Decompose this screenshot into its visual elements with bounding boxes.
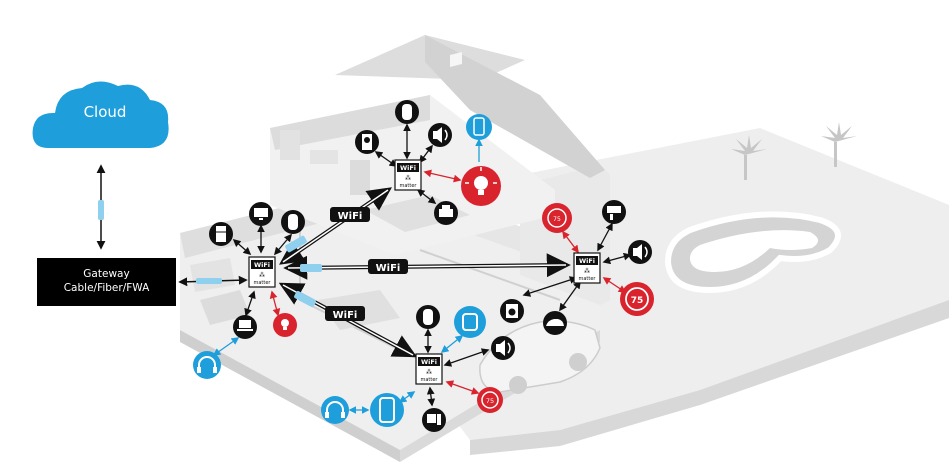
washer-icon [500, 299, 524, 323]
smart-speaker-icon [395, 100, 419, 124]
printer-icon [434, 201, 458, 225]
light-bulb-icon [273, 313, 297, 337]
wifi-badge: WiFi [368, 259, 408, 274]
svg-text:⁂: ⁂ [584, 268, 590, 275]
cloud [32, 81, 169, 148]
headphones-icon [193, 351, 221, 379]
svg-text:matter: matter [579, 276, 597, 282]
wifi-badge: WiFi [330, 207, 370, 222]
headphones-icon [321, 396, 349, 424]
svg-text:matter: matter [254, 280, 272, 286]
gateway-box: Gateway Cable/Fiber/FWA [37, 258, 176, 306]
speaker-icon [491, 336, 515, 360]
laptop-icon [233, 315, 257, 339]
speaker-icon [428, 123, 452, 147]
svg-text:75: 75 [553, 216, 561, 223]
gateway-title: Gateway [83, 268, 130, 280]
svg-text:WiFi: WiFi [421, 358, 437, 366]
speaker-icon [628, 240, 652, 264]
thermostat-icon: 75 [542, 203, 572, 233]
wifi-matter-hub: WiFi ⁂ matter [248, 256, 276, 288]
cloud-label: Cloud [83, 103, 127, 121]
svg-text:matter: matter [421, 377, 439, 383]
phone-icon [466, 114, 492, 140]
svg-text:WiFi: WiFi [254, 261, 270, 269]
tv-icon [249, 202, 273, 226]
car-icon [543, 311, 567, 335]
security-camera-icon [602, 200, 626, 224]
svg-text:WiFi: WiFi [376, 263, 401, 274]
watch-icon [454, 306, 486, 338]
svg-text:WiFi: WiFi [338, 211, 363, 222]
link-segment [98, 200, 104, 220]
fridge-icon [209, 222, 233, 246]
desktop-icon [422, 408, 446, 432]
svg-text:WiFi: WiFi [400, 164, 416, 172]
svg-text:matter: matter [400, 183, 418, 189]
gateway-subtitle: Cable/Fiber/FWA [63, 282, 150, 294]
svg-text:WiFi: WiFi [579, 257, 595, 265]
svg-text:⁂: ⁂ [405, 175, 411, 182]
svg-text:WiFi: WiFi [333, 310, 358, 321]
svg-text:75: 75 [631, 296, 644, 306]
palm-tree-icon [731, 122, 857, 180]
thermostat-icon: 75 [477, 387, 503, 413]
wifi-matter-hub: WiFi ⁂ matter [573, 252, 601, 284]
phone-icon [370, 393, 404, 427]
svg-text:⁂: ⁂ [426, 369, 432, 376]
wifi-matter-hub: WiFi ⁂ matter [415, 353, 443, 385]
wifi-matter-hub: WiFi ⁂ matter [394, 159, 422, 191]
svg-text:75: 75 [486, 397, 494, 405]
camera-icon [355, 130, 379, 154]
light-bulb-icon [461, 166, 501, 206]
smart-speaker-icon [281, 210, 305, 234]
wifi-badge: WiFi [325, 306, 365, 321]
thermostat-icon: 75 [620, 282, 654, 316]
smart-speaker-icon [416, 305, 440, 329]
svg-text:⁂: ⁂ [259, 272, 265, 279]
